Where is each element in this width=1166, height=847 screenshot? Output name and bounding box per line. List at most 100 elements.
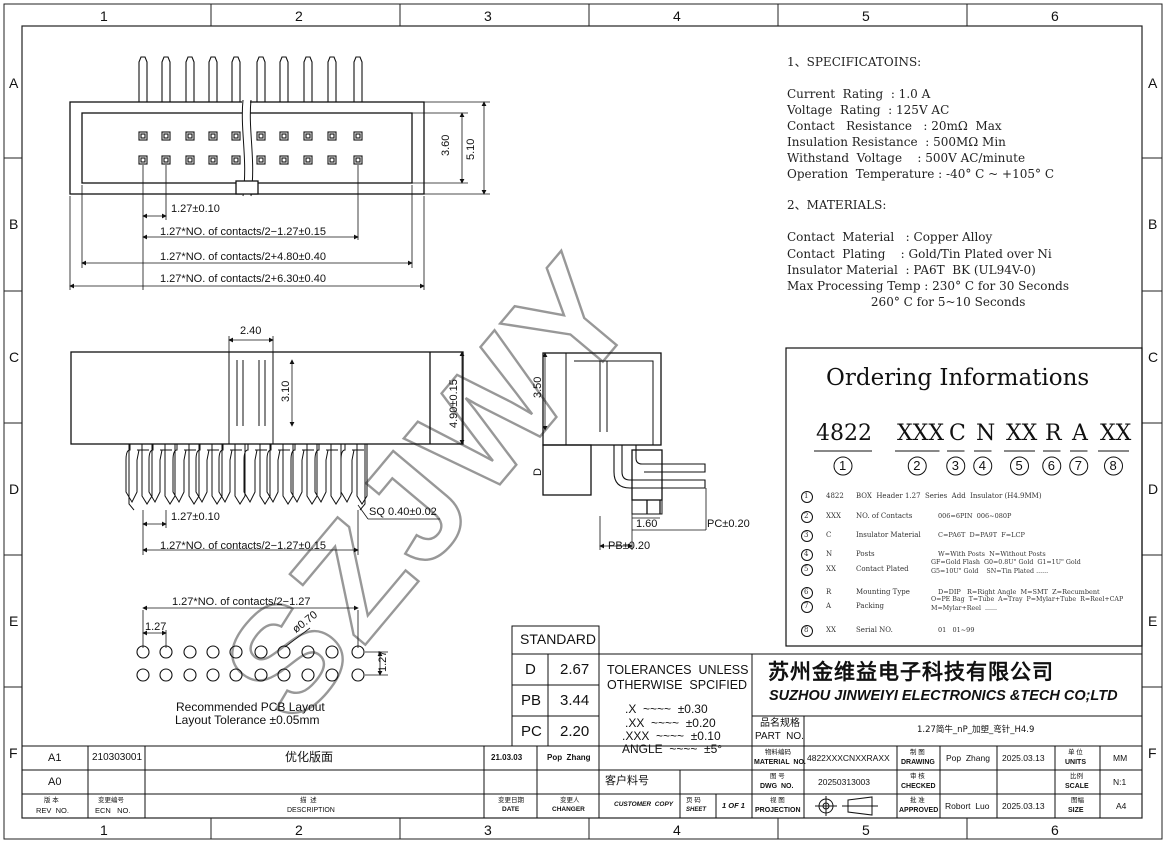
row-option: GF=Gold Flash G0=0.8U" Gold G1=1U" Gold [931, 559, 1081, 566]
row-name: NO. of Contacts [856, 512, 913, 520]
row-name: Packing [856, 602, 884, 610]
part-no-label-cn: 品名规格 [760, 718, 800, 729]
watermark: SZJWY [189, 222, 672, 751]
col-label: 3 [484, 822, 492, 838]
contact-hole [231, 131, 241, 141]
pin [161, 56, 171, 102]
order-code: 4822 [816, 421, 872, 446]
dim-height-inner: 3.60 [440, 134, 452, 156]
part-no-value: 1.27简牛_nP_加塑_弯针_H4.9 [917, 725, 1035, 735]
row-number: 3 [804, 531, 809, 539]
contact-hole [138, 131, 148, 141]
row-code: XX [826, 565, 836, 573]
rev-no: A1 [48, 752, 62, 764]
order-number: 1 [839, 458, 847, 473]
scale-cn: 比例 [1070, 773, 1083, 780]
order-code: A [1072, 421, 1088, 446]
spec-line: Voltage Rating : 125V AC [787, 103, 950, 117]
contact-hole [208, 155, 218, 165]
contact-hole [303, 155, 313, 165]
row-option: M=Mylar+Reel ...... [931, 605, 998, 612]
row-number-circle [801, 625, 813, 637]
contact-hole [187, 133, 193, 139]
material-no-cn: 物料编码 [765, 749, 791, 756]
pcb-layout [136, 605, 388, 682]
contact-hole [355, 157, 361, 163]
header-date: DATE [502, 806, 520, 813]
pcb-hole [229, 645, 243, 659]
tolerance-row: .X ~~~~ ±0.30 [625, 702, 708, 716]
checked-label: CHECKED [901, 783, 936, 790]
pcb-hole [351, 668, 365, 682]
material-no-label: MATERIAL NO. [754, 759, 806, 766]
col-label: 5 [862, 822, 870, 838]
contact-hole [327, 155, 337, 165]
pin [340, 444, 355, 504]
contact-hole [281, 157, 287, 163]
rev-no: A0 [48, 776, 62, 788]
order-code: N [976, 421, 996, 446]
units-cn: 单 位 [1068, 749, 1083, 756]
row-number: 6 [804, 588, 809, 596]
pin [243, 444, 258, 504]
contact-hole [233, 133, 239, 139]
pin [266, 444, 281, 504]
ordering-underlines [801, 450, 1129, 637]
row-option: G5=10U" Gold SN=Tin Plated ...... [931, 568, 1049, 575]
dim-pin: 3.10 [280, 380, 292, 402]
header-changer: CHANGER [552, 806, 585, 813]
contact-hole [208, 131, 218, 141]
dim-length: 1.60 [636, 518, 658, 530]
sheet-label: SHEET [686, 807, 707, 813]
rev-date: 21.03.03 [491, 753, 523, 762]
pin [148, 444, 163, 504]
contact-hole [163, 157, 169, 163]
ordering-box [785, 347, 1143, 647]
contact-hole [329, 157, 335, 163]
col-label: 2 [295, 8, 303, 24]
pcb-hole [206, 668, 220, 682]
row-code: A [826, 602, 832, 610]
pcb-dim-pitch-v: 1.27 [377, 650, 389, 672]
dim-body-inner: 1.27*NO. of contacts/2+4.80±0.40 [160, 251, 326, 263]
pcb-dim-pitch: 1.27 [145, 621, 167, 633]
contact-hole [327, 131, 337, 141]
col-label: 3 [484, 8, 492, 24]
order-number: 3 [951, 458, 959, 473]
spec-line: Withstand Voltage : 500V AC/minute [787, 151, 1026, 165]
pcb-hole [325, 645, 339, 659]
row-label: D [1148, 481, 1159, 497]
contact-hole [258, 157, 264, 163]
number-circle [1104, 456, 1123, 476]
row-label: A [1148, 75, 1158, 91]
tolerance-line2: OTHERWISE SPCIFIED [607, 678, 748, 692]
dim-height: 4.90±0.15 [448, 379, 460, 428]
pcb-dim-span: 1.27*NO. of contacts/2−1.27 [172, 596, 311, 608]
standard-key: PC [521, 723, 542, 740]
row-number-circle [801, 601, 813, 613]
row-label: C [9, 349, 20, 365]
contact-hole [185, 155, 195, 165]
number-circle [946, 456, 966, 476]
row-number-circle [801, 530, 813, 542]
pin [353, 56, 363, 102]
number-circle [973, 456, 993, 476]
row-number: 2 [804, 512, 809, 520]
dim-pc: PC±0.20 [707, 518, 750, 530]
dim-pitch: 1.27±0.10 [171, 511, 220, 523]
pin [188, 444, 200, 505]
contact-hole [303, 131, 313, 141]
size-value: A4 [1116, 801, 1127, 811]
pin [234, 444, 246, 505]
size-cn: 图幅 [1071, 797, 1084, 804]
approved-cn: 批 准 [910, 797, 925, 804]
pcb-hole [277, 645, 291, 659]
approved-name: Robort Luo [945, 801, 990, 811]
row-label: F [1148, 745, 1157, 761]
pin [259, 444, 271, 505]
material-line: Max Processing Temp : 230° C for 30 Seco… [787, 279, 1070, 293]
row-code: XX [826, 626, 836, 634]
number-circle [1069, 456, 1089, 476]
